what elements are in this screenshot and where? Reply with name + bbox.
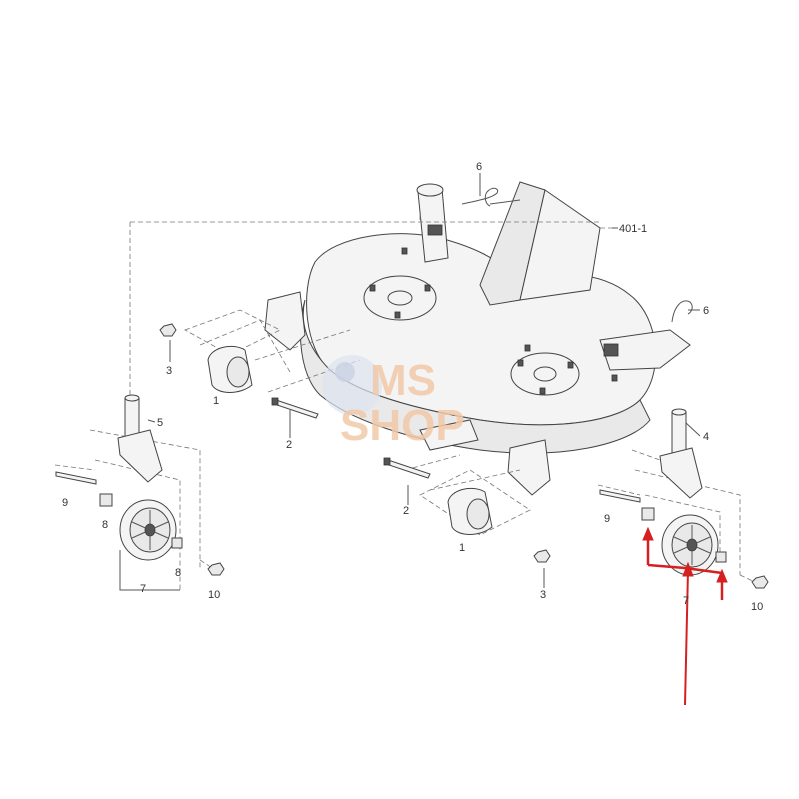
callout-9-left: 9 <box>62 497 68 509</box>
watermark-logo: MS SHOP <box>322 355 465 450</box>
callout-1-left: 1 <box>213 395 219 407</box>
callout-6-right: 6 <box>703 305 709 317</box>
callout-4: 4 <box>703 431 709 443</box>
callout-6-top: 6 <box>476 161 482 173</box>
caster-right <box>599 408 769 589</box>
shaft-left <box>271 397 319 419</box>
callout-7-right: 7 <box>683 595 689 607</box>
nut-right <box>533 549 551 563</box>
caster-left <box>55 394 225 576</box>
mower-deck <box>264 181 691 496</box>
hairpin-top <box>461 187 499 207</box>
callout-1-right: 1 <box>459 542 465 554</box>
callout-3-right: 3 <box>540 589 546 601</box>
nut-left <box>159 323 177 337</box>
callout-3-left: 3 <box>166 365 172 377</box>
leader-lines <box>54 173 756 591</box>
callout-5: 5 <box>157 417 163 429</box>
callout-2-right: 2 <box>403 505 409 517</box>
gauge-wheel-left <box>207 345 253 393</box>
hairpin-right <box>671 300 693 323</box>
callout-labels: 6 401-1 6 3 1 5 2 4 9 2 9 8 1 8 7 3 10 7… <box>62 161 763 613</box>
watermark-line2: SHOP <box>340 401 465 450</box>
callout-7-left: 7 <box>140 583 146 595</box>
callout-401-1: 401-1 <box>619 223 647 235</box>
callout-8-left-bottom: 8 <box>175 567 181 579</box>
callout-10-left: 10 <box>208 589 220 601</box>
callout-2-left: 2 <box>286 439 292 451</box>
callout-10-right: 10 <box>751 601 763 613</box>
highlight-arrows <box>642 526 728 706</box>
gauge-wheel-right <box>447 487 493 535</box>
callout-9-right: 9 <box>604 513 610 525</box>
shaft-right <box>383 457 431 479</box>
callout-8-left-top: 8 <box>102 519 108 531</box>
watermark-line1: MS <box>370 356 436 405</box>
